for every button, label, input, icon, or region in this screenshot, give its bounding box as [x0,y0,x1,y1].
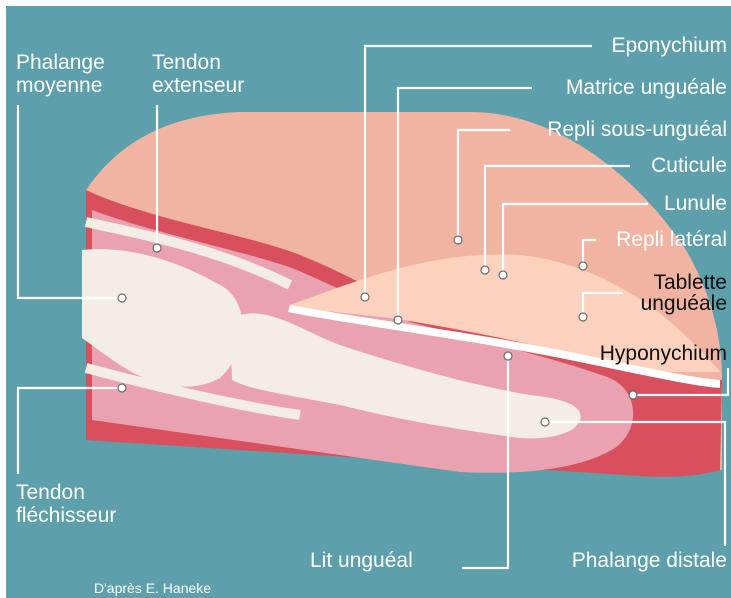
label-tendon-extenseur-line2: extenseur [152,74,244,97]
label-repli-lateral: Repli latéral [616,228,727,251]
label-matrice-ungueale: Matrice unguéale [566,76,727,99]
label-tablette-ungueale: Tablette unguéale [641,272,727,314]
label-tendon-extenseur: Tendon extenseur [152,51,244,97]
label-cuticule: Cuticule [651,154,727,177]
label-tendon-flechisseur: Tendon fléchisseur [16,481,116,527]
label-tablette-line1: Tablette [641,272,727,293]
label-eponychium: Eponychium [611,34,727,57]
label-tendon-extenseur-line1: Tendon [152,51,244,74]
label-tendon-flechisseur-line2: fléchisseur [16,504,116,527]
label-tendon-flechisseur-line1: Tendon [16,481,116,504]
label-phalange-moyenne: Phalange moyenne [16,51,105,97]
label-lit-ungueal: Lit unguéal [310,549,413,572]
image-credit: D'après E. Haneke [94,580,211,596]
label-phalange-moyenne-line1: Phalange [16,51,105,74]
label-phalange-moyenne-line2: moyenne [16,74,105,97]
label-repli-sous-ungueal: Repli sous-unguéal [547,118,727,141]
label-lunule: Lunule [664,192,727,215]
label-hyponychium: Hyponychium [600,342,727,365]
label-phalange-distale: Phalange distale [572,549,727,572]
label-tablette-line2: unguéale [641,293,727,314]
